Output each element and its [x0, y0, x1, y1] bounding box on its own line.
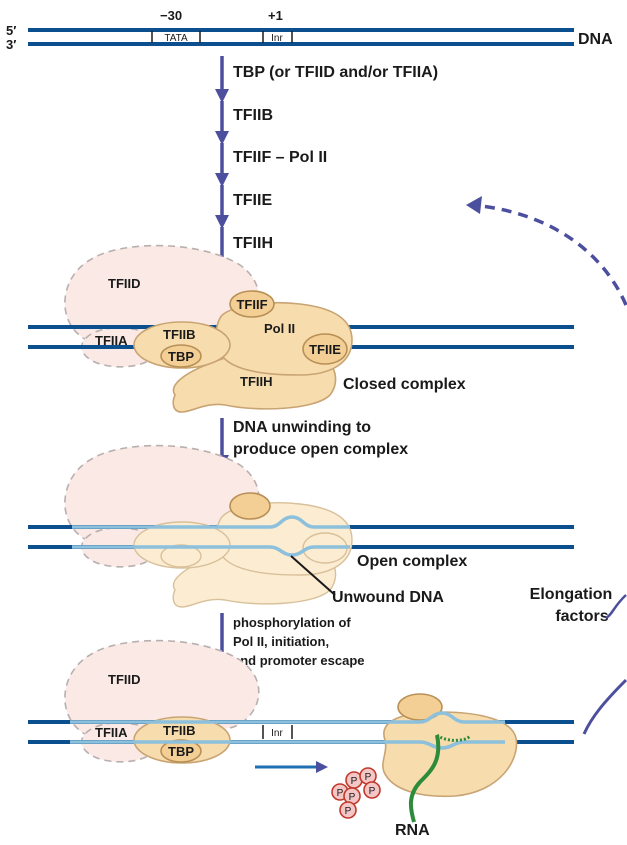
- closed-pol2-label: Pol II: [264, 321, 295, 336]
- inr-label: Inr: [271, 33, 283, 44]
- phosphate-groups: P P P P P P: [331, 767, 381, 819]
- phosphate-icon: P: [339, 801, 357, 819]
- step-tbp-label: TBP (or TFIID and/or TFIIA): [233, 64, 438, 81]
- closed-tbp-shape: [160, 344, 202, 368]
- open-tbp-shape: [160, 544, 202, 568]
- closed-tfiih-label: TFIIH: [240, 374, 273, 389]
- unwound-dna-pointer: [290, 555, 336, 596]
- svg-text:P: P: [349, 792, 356, 803]
- step-tfiif-pol-label: TFIIF – Pol II: [233, 149, 327, 166]
- final-tbp-shape: [160, 739, 202, 763]
- recycling: Elongation factors: [466, 196, 627, 735]
- closed-tfiie-shape: [302, 333, 348, 365]
- recycling-dashed-arrow: [469, 203, 627, 306]
- closed-tfiia-label: TFIIA: [95, 333, 128, 348]
- phosphate-icon: P: [363, 781, 381, 799]
- closed-tfiif-shape: [229, 290, 275, 318]
- final-unwound-bottom-strand: [70, 740, 505, 750]
- promoter-dna: 5′ 3′ DNA −30 +1 TATA Inr: [6, 8, 613, 52]
- step-tfiib-label: TFIIB: [233, 107, 273, 124]
- closed-complex: TFIID TFIIA TFIIH Pol II TFIIB TBP TFIIF…: [28, 244, 574, 413]
- closed-complex-title: Closed complex: [343, 376, 466, 393]
- three-prime-label: 3′: [6, 37, 16, 52]
- svg-text:P: P: [365, 772, 372, 783]
- recycling-arrowhead: [466, 196, 482, 214]
- phosphate-icon: P: [359, 767, 377, 785]
- svg-text:P: P: [351, 776, 358, 787]
- rna-dna-hybrid: [436, 733, 472, 742]
- rna-label: RNA: [395, 822, 430, 839]
- final-tfiia-label: TFIIA: [95, 725, 128, 740]
- final-pol2-shape: [382, 711, 518, 798]
- elongating-stage: TFIID TFIIA TFIIB TBP Inr RNA P P P P: [28, 639, 574, 839]
- open-complex-title: Open complex: [357, 553, 467, 570]
- step-tfiih-label: TFIIH: [233, 235, 273, 252]
- svg-text:P: P: [345, 806, 352, 817]
- final-inr-box: Inr: [261, 725, 293, 739]
- svg-text:P: P: [369, 786, 376, 797]
- step-tfiie-label: TFIIE: [233, 192, 272, 209]
- escape-label-line3: and promoter escape: [233, 653, 365, 668]
- tata-box: TATA: [150, 31, 202, 44]
- escape-label-line1: phosphorylation of: [233, 615, 351, 630]
- inr-box: Inr: [261, 31, 293, 44]
- unwinding-label-line2: produce open complex: [233, 441, 408, 458]
- elongation-label-line2: factors: [555, 608, 608, 625]
- closed-tfiif-label: TFIIF: [236, 297, 267, 312]
- closed-tfiib-label: TFIIB: [163, 327, 196, 342]
- svg-text:P: P: [337, 788, 344, 799]
- unwound-dna-top-strand: [72, 515, 350, 529]
- closed-tfiid-label: TFIID: [108, 276, 141, 291]
- unwinding-label-line1: DNA unwinding to: [233, 419, 371, 436]
- tata-label: TATA: [164, 33, 188, 44]
- closed-tfiie-label: TFIIE: [309, 342, 341, 357]
- unwound-dna-label: Unwound DNA: [332, 589, 444, 606]
- final-tfiib-label: TFIIB: [163, 723, 196, 738]
- assembly-steps: TBP (or TFIID and/or TFIIA) TFIIB TFIIF …: [215, 56, 438, 273]
- five-prime-label: 5′: [6, 23, 16, 38]
- elongation-label-line1: Elongation: [530, 586, 613, 603]
- final-inr-label: Inr: [271, 728, 283, 739]
- elongation-curve-lower: [582, 678, 627, 735]
- position-plus1-label: +1: [268, 8, 283, 23]
- open-complex: Open complex Unwound DNA: [28, 444, 574, 608]
- dna-label: DNA: [578, 31, 613, 48]
- escape-step: phosphorylation of Pol II, initiation, a…: [215, 613, 365, 679]
- open-tfiif-shape: [229, 492, 271, 520]
- final-unwound-top-strand: [70, 711, 505, 724]
- position-minus30-label: −30: [160, 8, 182, 23]
- final-tfiid-shape: [64, 639, 260, 741]
- final-tfiid-label: TFIID: [108, 672, 141, 687]
- unwound-dna-bottom-strand: [72, 545, 350, 557]
- escape-label-line2: Pol II, initiation,: [233, 634, 329, 649]
- unwinding-step: DNA unwinding to produce open complex: [215, 418, 408, 469]
- closed-tbp-label: TBP: [168, 349, 194, 364]
- final-tfiif-shape: [397, 693, 443, 721]
- final-tbp-label: TBP: [168, 744, 194, 759]
- elongation-curve-upper: [605, 594, 627, 620]
- rna-strand: [408, 734, 441, 823]
